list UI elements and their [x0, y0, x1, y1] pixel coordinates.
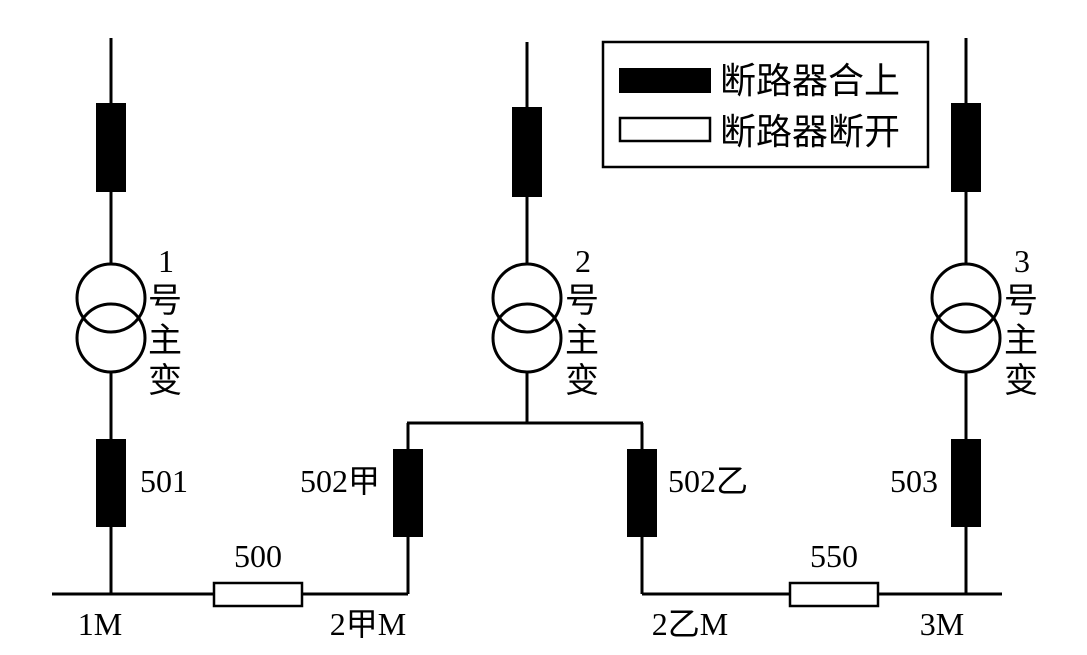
legend-closed-label: 断路器合上	[720, 61, 900, 102]
legend-open-label: 断路器断开	[720, 112, 900, 153]
transformer-3-name-char-1: 号	[1004, 281, 1038, 321]
legend-closed-breaker-symbol	[619, 68, 711, 93]
transformer-2-name-char-1: 号	[565, 281, 599, 321]
feeder-3-hv-breaker	[951, 103, 981, 192]
bus-label-2jia-m: 2甲M	[330, 606, 406, 642]
feeder-3: 3 号 主 变 503	[890, 38, 1038, 594]
breaker-502-jia-label: 502甲	[300, 463, 380, 499]
feeder-2: 2 号 主 变 502甲 502乙	[300, 42, 748, 594]
breaker-550	[788, 581, 880, 608]
legend: 断路器合上 断路器断开	[601, 40, 930, 169]
breaker-502-yi	[627, 449, 657, 537]
breaker-503	[951, 439, 981, 527]
transformer-1-number: 1	[158, 243, 174, 279]
transformer-1-name-char-3: 变	[148, 361, 182, 401]
bus-bars: 500 550 1M 2甲M 2乙M 3M	[52, 538, 1002, 642]
transformer-1-secondary-winding	[75, 302, 147, 374]
transformer-2-number: 2	[575, 243, 591, 279]
breaker-500-label: 500	[234, 538, 282, 574]
bus-label-1m: 1M	[78, 606, 122, 642]
transformer-1-name-char-2: 主	[148, 321, 182, 361]
breaker-503-label: 503	[890, 463, 938, 499]
breaker-500	[212, 581, 304, 608]
breaker-501-label: 501	[140, 463, 188, 499]
breaker-502-yi-label: 502乙	[668, 463, 748, 499]
breaker-502-jia	[393, 449, 423, 537]
legend-frame	[601, 40, 930, 169]
transformer-3-secondary-winding	[930, 302, 1002, 374]
transformer-3-name-char-2: 主	[1004, 321, 1038, 361]
transformer-1-primary-winding	[75, 262, 147, 334]
transformer-2-name-char-3: 变	[565, 361, 599, 401]
transformer-3-name-char-3: 变	[1004, 361, 1038, 401]
transformer-3-number: 3	[1014, 243, 1030, 279]
breaker-550-label: 550	[810, 538, 858, 574]
feeder-1: 1 号 主 变 501	[75, 38, 188, 594]
feeder-1-hv-breaker	[96, 103, 126, 192]
bus-label-3m: 3M	[920, 606, 964, 642]
legend-open-breaker-symbol	[618, 116, 712, 143]
transformer-2-name-char-2: 主	[565, 321, 599, 361]
transformer-2-primary-winding	[491, 262, 563, 334]
transformer-1-name-char-1: 号	[148, 281, 182, 321]
bus-label-2yi-m: 2乙M	[652, 606, 728, 642]
transformer-3-primary-winding	[930, 262, 1002, 334]
breaker-501	[96, 439, 126, 527]
feeder-2-hv-breaker	[512, 107, 542, 197]
transformer-2-secondary-winding	[491, 302, 563, 374]
